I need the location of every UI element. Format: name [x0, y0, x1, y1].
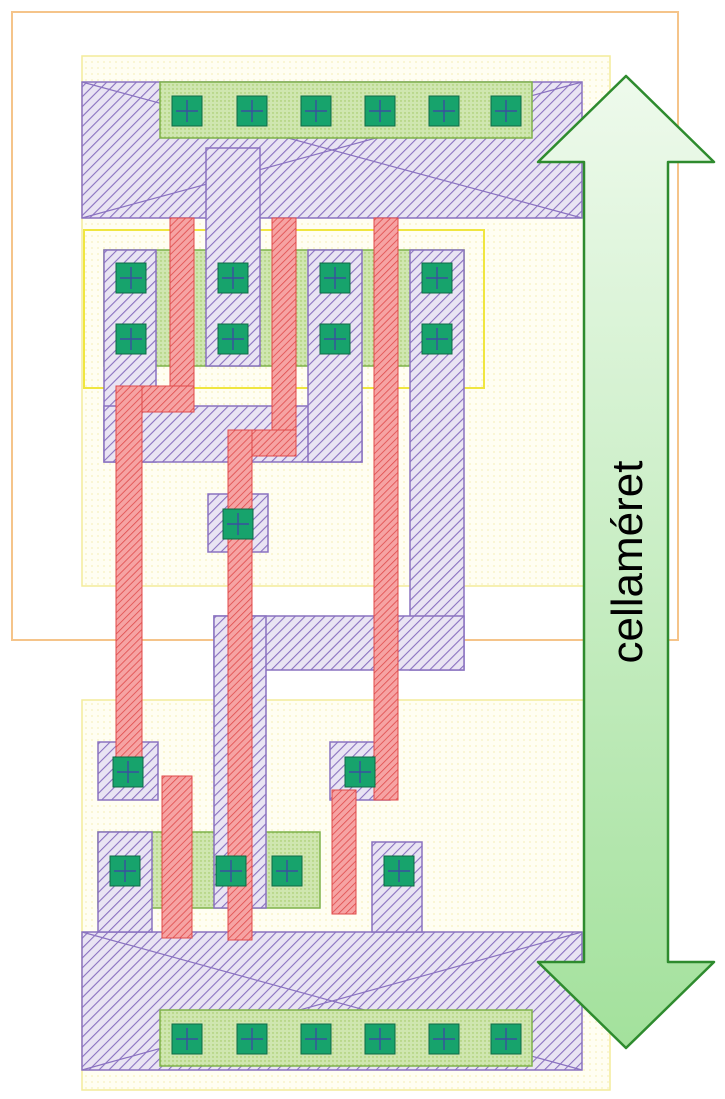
cell-height-arrow: cellaméret [536, 74, 716, 1050]
poly-gates [115, 217, 399, 941]
contact-crosses [114, 100, 517, 1050]
arrow-label: cellaméret [603, 461, 652, 664]
